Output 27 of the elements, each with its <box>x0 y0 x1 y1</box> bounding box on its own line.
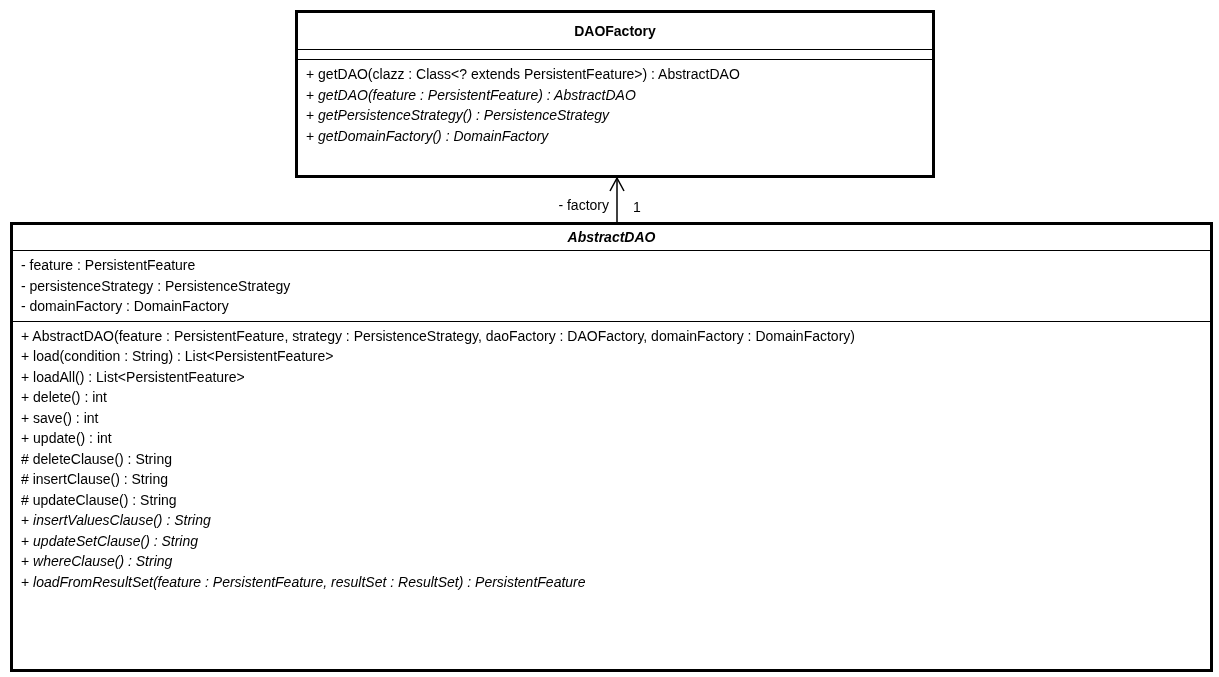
class-box <box>295 10 935 178</box>
attribute-text: - feature : PersistentFeature <box>21 256 196 275</box>
operation-text: # insertClause() : String <box>21 470 169 489</box>
operation-text: + load(condition : String) : List<PersistentFeature> <box>21 347 334 366</box>
operation-text: + whereClause() : String <box>21 552 173 571</box>
operation-text: + getDAO(clazz : Class<? extends PersistentFeature>) : AbstractDAO <box>306 65 740 84</box>
operation-text: + getDAO(feature : PersistentFeature) : AbstractDAO <box>306 85 636 105</box>
operation-text: + getDomainFactory() : DomainFactory <box>306 126 549 146</box>
attribute-text: - domainFactory : DomainFactory <box>21 297 229 316</box>
operation-text: # deleteClause() : String <box>21 449 172 469</box>
operation-text: + delete() : int <box>21 388 107 407</box>
operation-text: + getPersistenceStrategy() : PersistenceStrategy <box>306 106 610 125</box>
operation-text: # updateClause() : String <box>21 490 177 510</box>
operation-text: + update() : int <box>21 429 112 448</box>
association-arrow <box>609 177 625 223</box>
operation-text: + updateSetClause() : String <box>21 531 199 551</box>
operation-text: + insertValuesClause() : String <box>21 511 211 530</box>
role-name: - factory <box>558 196 609 215</box>
operation-text: + save() : int <box>21 408 99 428</box>
class-name: AbstractDAO <box>567 228 656 248</box>
operation-text: + AbstractDAO(feature : PersistentFeature, strategy : PersistenceStrategy, daoFactory : DAOFactory, domainFactory : DomainFactory) <box>21 326 855 346</box>
class-box <box>10 222 1213 672</box>
class-name: DAOFactory <box>574 21 656 41</box>
multiplicity-label: 1 <box>633 198 641 217</box>
operation-text: + loadFromResultSet(feature : PersistentFeature, resultSet : ResultSet) : PersistentFeature <box>21 572 586 592</box>
operation-text: + loadAll() : List<PersistentFeature> <box>21 367 245 387</box>
attribute-text: - persistenceStrategy : PersistenceStrategy <box>21 276 291 296</box>
